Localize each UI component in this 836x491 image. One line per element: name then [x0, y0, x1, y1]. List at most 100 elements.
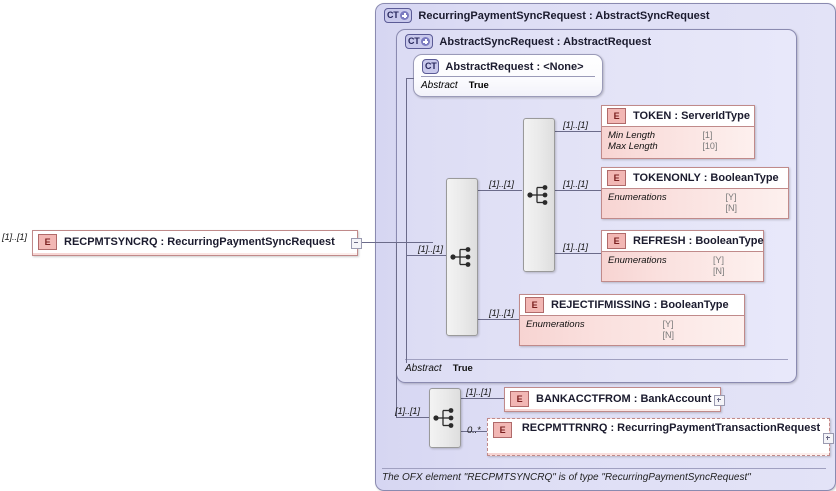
connector-bottom-to-bankacctfrom — [459, 398, 504, 399]
element-tokenonly-label: TOKENONLY : BooleanType — [633, 172, 779, 184]
compositor-sequence-main[interactable] — [446, 178, 478, 336]
element-tokenonly-facets: Enumerations [Y] [N] — [608, 192, 784, 214]
element-bankacctfrom-label: BANKACCTFROM : BankAccount — [536, 392, 712, 405]
element-token-label: TOKEN : ServerIdType — [633, 110, 750, 122]
element-refresh-facets: Enumerations [Y] [N] — [608, 255, 759, 277]
cardinality-tokenonly: [1]..[1] — [563, 179, 588, 190]
facet-value: [Y] — [662, 319, 674, 329]
element-badge-icon: E — [510, 390, 529, 407]
facet-value: [N] — [725, 203, 738, 213]
cardinality-recpmttrnrq: 0..* — [467, 425, 481, 436]
sequence-icon — [450, 247, 471, 267]
complextype-abstractrequest[interactable]: CT AbstractRequest : <None> Abstract Tru… — [413, 54, 603, 97]
element-rejectifmissing-label: REJECTIFMISSING : BooleanType — [551, 299, 729, 311]
connector-seq-to-group — [476, 190, 522, 191]
connector-sync-spine-top — [406, 78, 414, 79]
cardinality-bankacctfrom: [1]..[1] — [466, 387, 491, 398]
facet-values: [Y] [N] — [663, 319, 740, 341]
element-rejectifmissing[interactable]: E REJECTIFMISSING : BooleanType Enumerat… — [519, 294, 745, 346]
complextype-sync-label: AbstractSyncRequest : AbstractRequest — [439, 35, 652, 48]
complextype-badge-icon[interactable]: CT — [405, 34, 434, 49]
ct-badge-text: CT — [408, 36, 420, 46]
facet-key: Min Length — [608, 130, 656, 141]
element-recpmttrnrq-header: E RECPMTTRNRQ : RecurringPaymentTransact… — [488, 419, 829, 453]
facet-key: Max Length — [608, 141, 658, 152]
connector-seq-outer-in — [406, 255, 446, 256]
element-bankacctfrom[interactable]: E BANKACCTFROM : BankAccount — [504, 387, 725, 412]
element-refresh-header: E REFRESH : BooleanType — [602, 231, 764, 252]
plus-icon[interactable] — [400, 11, 410, 20]
cardinality-rejectifmissing: [1]..[1] — [489, 308, 514, 319]
abstract-key: Abstract — [405, 363, 442, 374]
ct-badge-text: CT — [387, 10, 399, 20]
element-recpmtsyncrq-header: E RECPMTSYNCRQ : RecurringPaymentSyncReq… — [33, 231, 357, 253]
element-recpmtsyncrq[interactable]: E RECPMTSYNCRQ : RecurringPaymentSyncReq… — [32, 230, 362, 256]
abstract-row-request: Abstract True — [421, 76, 595, 91]
connector-group-to-tokenonly — [553, 190, 601, 191]
complextype-sync-title: CT AbstractSyncRequest : AbstractRequest — [405, 34, 651, 49]
complextype-outer-title: CT RecurringPaymentSyncRequest : Abstrac… — [384, 8, 710, 23]
element-badge-icon: E — [525, 297, 544, 313]
complextype-badge-icon[interactable]: CT — [422, 59, 440, 74]
facet-key: Enumerations — [526, 319, 585, 330]
cardinality-root: [1]..[1] — [2, 232, 27, 243]
element-rejectifmissing-header: E REJECTIFMISSING : BooleanType — [520, 295, 744, 316]
facet-value: [10] — [702, 141, 718, 151]
element-badge-icon: E — [607, 108, 626, 124]
element-tokenonly-header: E TOKENONLY : BooleanType — [602, 168, 788, 189]
element-badge-icon: E — [607, 170, 626, 186]
connector-outer-bottom-spine — [396, 242, 397, 417]
element-badge-icon: E — [38, 234, 57, 250]
connector-group-to-refresh — [553, 253, 601, 254]
element-recpmttrnrq-label: RECPMTTRNRQ : RecurringPaymentTransactio… — [521, 422, 821, 434]
element-bankacctfrom-header: E BANKACCTFROM : BankAccount — [505, 388, 720, 409]
connector-bottom-to-recpmttrnrq — [459, 431, 487, 432]
ct-badge-text: CT — [425, 61, 437, 71]
facet-values: [Y] [N] — [726, 192, 784, 214]
complextype-outer-label: RecurringPaymentSyncRequest : AbstractSy… — [418, 9, 710, 22]
element-refresh-label: REFRESH : BooleanType — [633, 235, 764, 247]
facet-key: Enumerations — [608, 192, 667, 203]
complextype-request-label: AbstractRequest : <None> — [445, 60, 584, 73]
element-refresh[interactable]: E REFRESH : BooleanType Enumerations [Y]… — [601, 230, 764, 282]
facet-value: [N] — [713, 266, 725, 276]
facet-key: Enumerations — [608, 255, 667, 266]
complextype-request-title: CT AbstractRequest : <None> — [422, 59, 584, 74]
compositor-sequence-bottom[interactable] — [429, 388, 461, 448]
element-token-facets: Min Length [1] Max Length [10] — [608, 130, 750, 152]
plus-icon[interactable] — [421, 37, 431, 46]
connector-group-to-token — [553, 131, 601, 132]
expand-toggle-plus-icon[interactable] — [714, 395, 725, 406]
abstract-value: True — [468, 80, 489, 91]
cardinality-sequence-main: [1]..[1] — [418, 244, 443, 255]
element-token[interactable]: E TOKEN : ServerIdType Min Length [1] Ma… — [601, 105, 755, 159]
complextype-badge-icon[interactable]: CT — [384, 8, 413, 23]
collapse-toggle-minus-icon[interactable] — [351, 238, 362, 249]
footer-note: The OFX element "RECPMTSYNCRQ" is of typ… — [382, 468, 826, 483]
expand-toggle-plus-icon[interactable] — [823, 433, 834, 444]
cardinality-token: [1]..[1] — [563, 120, 588, 131]
cardinality-sequence-bottom: [1]..[1] — [395, 406, 420, 417]
connector-sync-spine — [406, 78, 407, 363]
facet-value: [Y] — [713, 255, 725, 265]
cardinality-sequence-token-group: [1]..[1] — [489, 179, 514, 190]
compositor-sequence-token-group[interactable] — [523, 118, 555, 272]
element-recpmtsyncrq-label: RECPMTSYNCRQ : RecurringPaymentSyncReque… — [64, 236, 335, 248]
element-tokenonly[interactable]: E TOKENONLY : BooleanType Enumerations [… — [601, 167, 789, 219]
abstract-key: Abstract — [421, 80, 458, 91]
element-badge-icon: E — [493, 422, 512, 438]
element-rejectifmissing-facets: Enumerations [Y] [N] — [526, 319, 740, 341]
sequence-icon — [433, 408, 454, 428]
element-recpmttrnrq[interactable]: E RECPMTTRNRQ : RecurringPaymentTransact… — [487, 418, 834, 456]
abstract-row-sync: Abstract True — [405, 359, 788, 374]
connector-bottom-spine-in — [396, 417, 429, 418]
cardinality-refresh: [1]..[1] — [563, 242, 588, 253]
connector-seq-to-rejectifmissing — [476, 319, 519, 320]
element-token-header: E TOKEN : ServerIdType — [602, 106, 754, 127]
element-badge-icon: E — [607, 233, 626, 249]
sequence-icon — [527, 185, 548, 205]
facet-value: [Y] — [725, 192, 737, 202]
facet-value: [1] — [702, 130, 713, 140]
facet-values: [Y] [N] — [713, 255, 759, 277]
facet-value: [N] — [662, 330, 675, 340]
